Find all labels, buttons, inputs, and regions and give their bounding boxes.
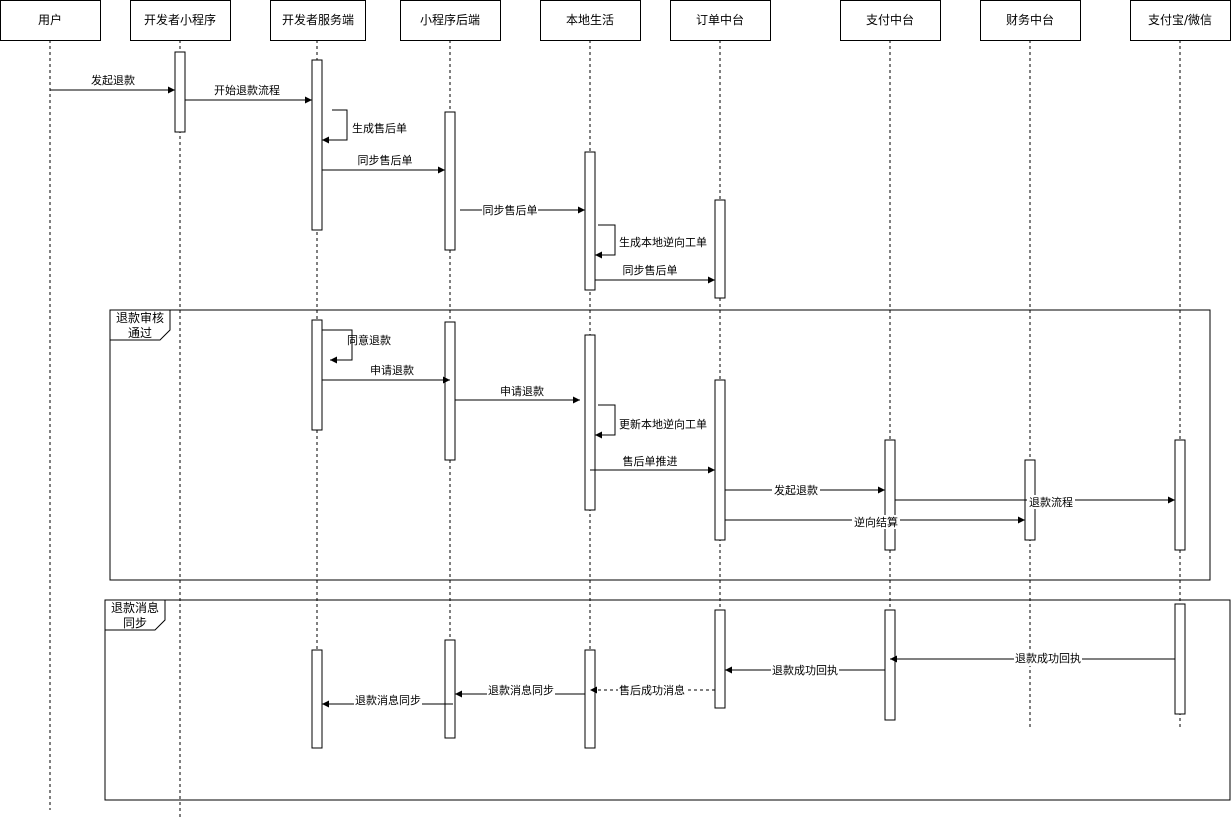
actor-label: 支付宝/微信 bbox=[1148, 13, 1212, 27]
message-label: 退款成功回执 bbox=[1015, 651, 1081, 665]
actor-box bbox=[980, 0, 1081, 41]
actor-user: 用户 bbox=[0, 0, 101, 41]
message-label: 退款消息同步 bbox=[355, 693, 421, 707]
actor-financecenter: 财务中台 bbox=[980, 0, 1081, 41]
actor-box bbox=[1130, 0, 1231, 41]
message-arrow-self bbox=[322, 329, 353, 364]
actor-label: 小程序后端 bbox=[420, 12, 480, 27]
actor-box bbox=[400, 0, 501, 41]
actor-box bbox=[540, 0, 641, 41]
actors: 用户 开发者小程序 开发者服务端 小程序后端 本地生活 订单中台 支付中台 财 bbox=[0, 0, 1231, 41]
activation-bar bbox=[584, 334, 596, 511]
actor-miniapp: 开发者小程序 bbox=[130, 0, 231, 41]
message-label: 售后单推进 bbox=[623, 454, 678, 468]
frame-refund-approved-tab bbox=[109, 309, 171, 341]
message-label-background bbox=[354, 693, 422, 707]
actor-mpbackend: 小程序后端 bbox=[400, 0, 501, 41]
message-label: 申请退款 bbox=[370, 363, 414, 377]
activation-bar bbox=[311, 59, 323, 231]
messages: 发起退款 开始退款流程 生成售后单 同步售后单 同步售后单 生成本地逆向工单 同… bbox=[50, 73, 1175, 708]
activation-bar bbox=[444, 111, 456, 251]
message-label: 退款成功回执 bbox=[772, 663, 838, 677]
activation-bar bbox=[311, 319, 323, 431]
message-label: 同步售后单 bbox=[483, 203, 538, 217]
actor-label: 本地生活 bbox=[566, 13, 614, 27]
message-label-background bbox=[772, 483, 820, 497]
message-label: 发起退款 bbox=[774, 483, 818, 497]
activation-bar bbox=[714, 199, 726, 299]
frame-refund-approved-box bbox=[109, 309, 1211, 581]
message-label: 申请退款 bbox=[500, 384, 544, 398]
message-arrow-self bbox=[595, 224, 616, 259]
actor-label: 用户 bbox=[38, 12, 62, 27]
actor-devserver: 开发者服务端 bbox=[270, 0, 366, 41]
message-label-background bbox=[1014, 652, 1082, 666]
activation-bar bbox=[174, 51, 186, 133]
frame-refund-approved-label-2: 通过 bbox=[128, 326, 152, 340]
actor-label: 开发者服务端 bbox=[282, 12, 354, 27]
message-label-background bbox=[618, 683, 686, 697]
message-label: 发起退款 bbox=[91, 73, 135, 87]
message-label-background bbox=[482, 203, 538, 217]
message-label: 开始退款流程 bbox=[214, 83, 280, 97]
message-arrow-self bbox=[595, 404, 616, 439]
message-label: 售后成功消息 bbox=[619, 683, 685, 697]
frame-refund-message-sync-tab bbox=[104, 599, 166, 631]
frame-refund-message-sync-label-2: 同步 bbox=[123, 616, 147, 630]
activation-bar bbox=[584, 649, 596, 749]
frame-refund-message-sync-label-1: 退款消息 bbox=[111, 600, 159, 615]
message-label: 同步售后单 bbox=[358, 153, 413, 167]
actor-ordercenter: 订单中台 bbox=[670, 0, 771, 41]
activation-bar bbox=[584, 151, 596, 291]
activation-bar bbox=[1174, 439, 1186, 551]
actor-paycenter: 支付中台 bbox=[840, 0, 941, 41]
message-label: 退款消息同步 bbox=[488, 683, 554, 697]
message-label: 更新本地逆向工单 bbox=[619, 417, 707, 431]
actor-alipaywechat: 支付宝/微信 bbox=[1130, 0, 1231, 41]
message-label: 生成售后单 bbox=[352, 121, 407, 135]
actor-box bbox=[0, 0, 101, 41]
message-label: 同意退款 bbox=[347, 333, 391, 347]
activation-bar bbox=[444, 639, 456, 739]
activation-bar bbox=[714, 609, 726, 709]
frame-refund-approved-label-1: 退款审核 bbox=[116, 310, 164, 325]
message-label: 退款流程 bbox=[1029, 495, 1073, 509]
actor-label: 支付中台 bbox=[866, 12, 914, 27]
actor-label: 财务中台 bbox=[1006, 12, 1054, 27]
activation-bar bbox=[444, 321, 456, 461]
message-label-background bbox=[1027, 495, 1075, 509]
activation-bar bbox=[884, 439, 896, 551]
actor-box bbox=[270, 0, 366, 41]
frame-refund-approved: 退款审核 通过 bbox=[109, 309, 1211, 581]
frame-refund-message-sync-box bbox=[104, 599, 1231, 801]
message-arrow-self bbox=[322, 109, 348, 144]
message-label: 同步售后单 bbox=[623, 263, 678, 277]
actor-box bbox=[670, 0, 771, 41]
message-label-background bbox=[487, 683, 555, 697]
frame-refund-message-sync: 退款消息 同步 bbox=[104, 599, 1231, 801]
activation-bar bbox=[884, 609, 896, 721]
activation-bar bbox=[311, 649, 323, 749]
message-label: 逆向结算 bbox=[854, 515, 898, 529]
actor-box bbox=[130, 0, 231, 41]
message-label-background bbox=[771, 663, 839, 677]
actor-label: 订单中台 bbox=[696, 12, 744, 27]
actor-label: 开发者小程序 bbox=[144, 12, 216, 27]
message-label-background bbox=[852, 515, 900, 529]
actor-box bbox=[840, 0, 941, 41]
message-label: 生成本地逆向工单 bbox=[619, 235, 707, 249]
actor-locallife: 本地生活 bbox=[540, 0, 641, 41]
activation-bar bbox=[714, 379, 726, 541]
activations bbox=[174, 51, 1186, 749]
activation-bar bbox=[1174, 603, 1186, 715]
